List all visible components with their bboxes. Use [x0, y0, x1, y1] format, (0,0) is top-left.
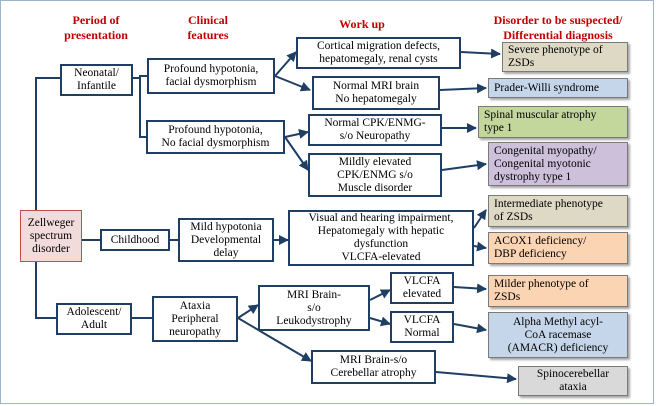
workup-mild-cpk: Mildly elevated CPK/ENMG s/o Muscle diso… — [308, 153, 442, 197]
branch-line — [133, 75, 147, 79]
arrow-line — [284, 136, 309, 171]
arrow-line — [237, 304, 259, 319]
arrow-line — [435, 371, 517, 384]
workup-mri-leukodystrophy: MRI Brain- s/o Leukodystrophy — [258, 285, 370, 331]
arrow-line — [274, 51, 297, 77]
workup-mri-cerebellar: MRI Brain-s/o Cerebellar atrophy — [311, 350, 436, 384]
trunk-line — [35, 234, 56, 319]
arrow-line — [473, 241, 487, 252]
dx-prader-willi: Prader-Willi syndrome — [488, 78, 628, 98]
period-neonatal: Neonatal/ Infantile — [60, 64, 133, 96]
dx-congenital-myopathy: Congenital myopathy/ Congenital myotonic… — [488, 142, 628, 186]
clinical-hypotonia-facial: Profound hypotonia, facial dysmorphism — [147, 58, 275, 94]
period-adolescent: Adolescent/ Adult — [56, 303, 132, 335]
workup-vlcfa-elevated: VLCFA elevated — [390, 272, 454, 304]
dx-severe-phenotype: Severe phenotype of ZSDs — [502, 42, 628, 72]
header-workup: Work up — [339, 17, 385, 31]
branch-line — [139, 78, 146, 138]
arrow-line — [473, 209, 487, 229]
arrow-line — [237, 317, 312, 362]
dx-spinal-muscular-atrophy: Spinal muscular atrophy type 1 — [478, 106, 628, 138]
header-clinical: Clinical features — [187, 13, 229, 42]
clinical-hypotonia-nofacial: Profound hypotonia, No facial dysmorphis… — [146, 120, 285, 154]
arrow-line — [460, 48, 501, 59]
arrow-line — [274, 75, 311, 92]
arrow-line — [441, 160, 487, 171]
period-childhood: Childhood — [100, 229, 170, 251]
clinical-ataxia: Ataxia Peripheral neuropathy — [152, 296, 238, 342]
arrow-line — [369, 289, 391, 301]
workup-normal-mri: Normal MRI brain No hepatomegaly — [312, 76, 440, 110]
arrow-line — [453, 283, 487, 294]
clinical-mild-hypotonia: Mild hypotonia Developmental delay — [178, 218, 274, 262]
arrow-line — [439, 83, 487, 94]
workup-cortical: Cortical migration defects, hepatomegaly… — [296, 37, 461, 69]
dx-spinocerebellar-ataxia: Spinocerebellar ataxia — [518, 366, 628, 396]
arrow-line — [284, 129, 309, 139]
workup-visual-hearing: Visual and hearing impairment, Hepatomeg… — [288, 210, 474, 266]
dx-amacr-deficiency: Alpha Methyl acyl- CoA racemase (AMACR) … — [488, 312, 628, 358]
dx-acox1-dbp: ACOX1 deficiency/ DBP deficiency — [488, 232, 628, 264]
dx-milder-phenotype: Milder phenotype of ZSDs — [488, 275, 628, 307]
header-disorder: Disorder to be suspected/ Differential d… — [493, 13, 623, 42]
workup-normal-cpk: Normal CPK/ENMG- s/o Neuropathy — [308, 114, 442, 146]
arrow-line — [453, 323, 487, 334]
header-period: Period of presentation — [64, 13, 128, 42]
workup-vlcfa-normal: VLCFA Normal — [390, 311, 454, 343]
arrow-line — [369, 316, 391, 327]
dx-intermediate-phenotype: Intermediate phenotype of ZSDs — [488, 195, 628, 227]
root-zellweger: Zellweger spectrum disorder — [20, 210, 82, 262]
